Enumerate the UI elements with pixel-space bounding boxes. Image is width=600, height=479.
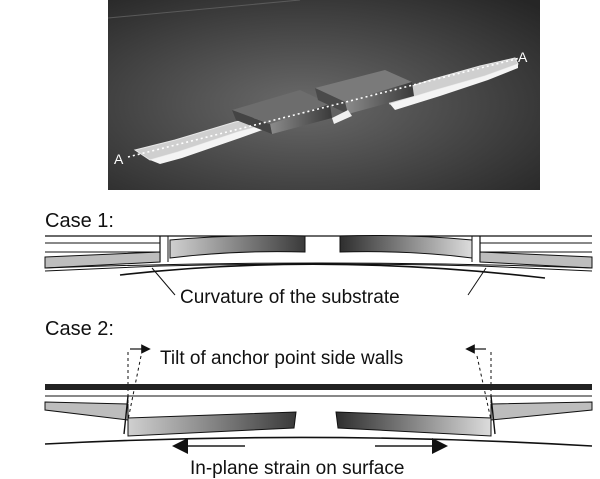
- render-panel: A A: [107, 0, 540, 190]
- case2-title: Case 2:: [45, 318, 114, 340]
- case1-section: Case 1:: [44, 210, 593, 308]
- case2-annotation-bottom: In-plane strain on surface: [190, 458, 404, 479]
- case2-annotation-top: Tilt of anchor point side walls: [160, 348, 403, 369]
- point-label-a-left: A: [114, 151, 124, 167]
- section-line-a-a: [127, 57, 521, 158]
- case2-cross-section: [44, 344, 593, 454]
- case1-title: Case 1:: [45, 210, 114, 232]
- case2-section: Case 2: Tilt of anchor point side walls: [44, 318, 593, 479]
- mems-structure-render: [127, 57, 521, 164]
- case1-annotation: Curvature of the substrate: [180, 287, 400, 308]
- point-label-a-right: A: [518, 49, 528, 65]
- case1-cross-section: [44, 235, 593, 296]
